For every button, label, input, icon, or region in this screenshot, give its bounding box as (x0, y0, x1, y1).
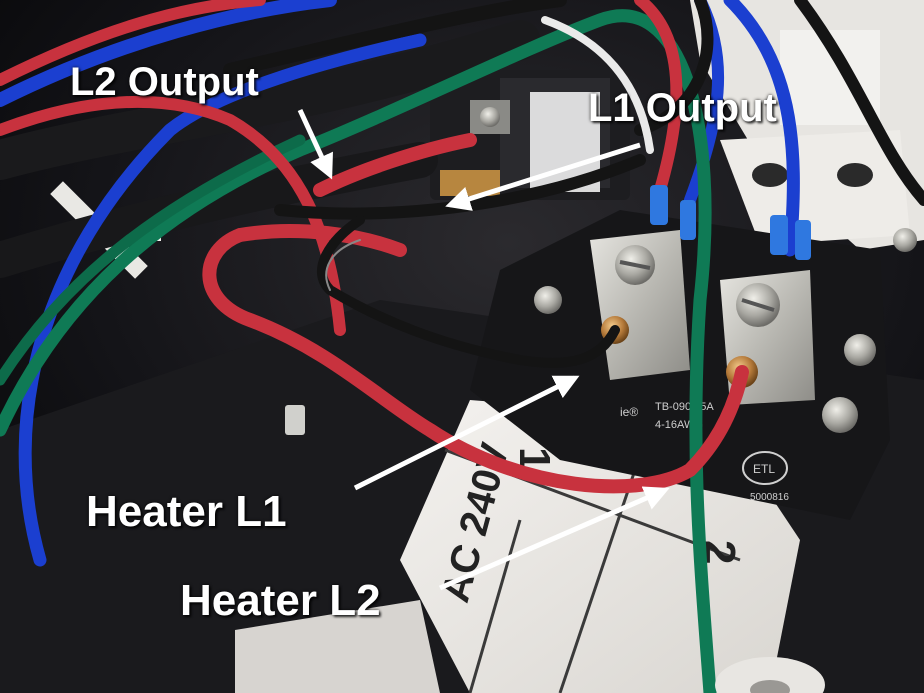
callout-heater-l2: Heater L2 (180, 576, 381, 625)
arrow-heater-l1 (353, 375, 580, 491)
wire-red-l2-output (313, 133, 477, 197)
wire-black-heater-l1 (316, 215, 620, 368)
mount-screw (822, 397, 858, 433)
block-model: TB-090 85A (655, 401, 714, 413)
wire-blue-top (0, 0, 337, 107)
white-module (690, 0, 924, 250)
callout-arrows (297, 108, 670, 591)
block-cert: ETL (753, 462, 775, 476)
etl-mark-icon (742, 451, 788, 485)
arrow-heater-l2 (439, 486, 670, 591)
arrow-l2-output (297, 108, 333, 180)
callout-l2-output: L2 Output (70, 60, 259, 104)
crimp-connectors (285, 185, 811, 435)
standoff (715, 657, 825, 693)
loose-terminal (285, 405, 305, 435)
block-brand: ie® (620, 405, 638, 419)
wire-green (0, 9, 717, 693)
callout-l1-output: L1 Output (588, 86, 777, 130)
relay-contactor (430, 70, 630, 200)
wire-blue-left (18, 33, 427, 567)
arrow-l1-output (445, 142, 641, 211)
callout-heater-l1: Heater L1 (86, 487, 287, 536)
block-cert-code: 5000816 (750, 492, 789, 503)
wire-red-left (0, 95, 346, 336)
wire-red-heater-l2 (202, 228, 749, 494)
